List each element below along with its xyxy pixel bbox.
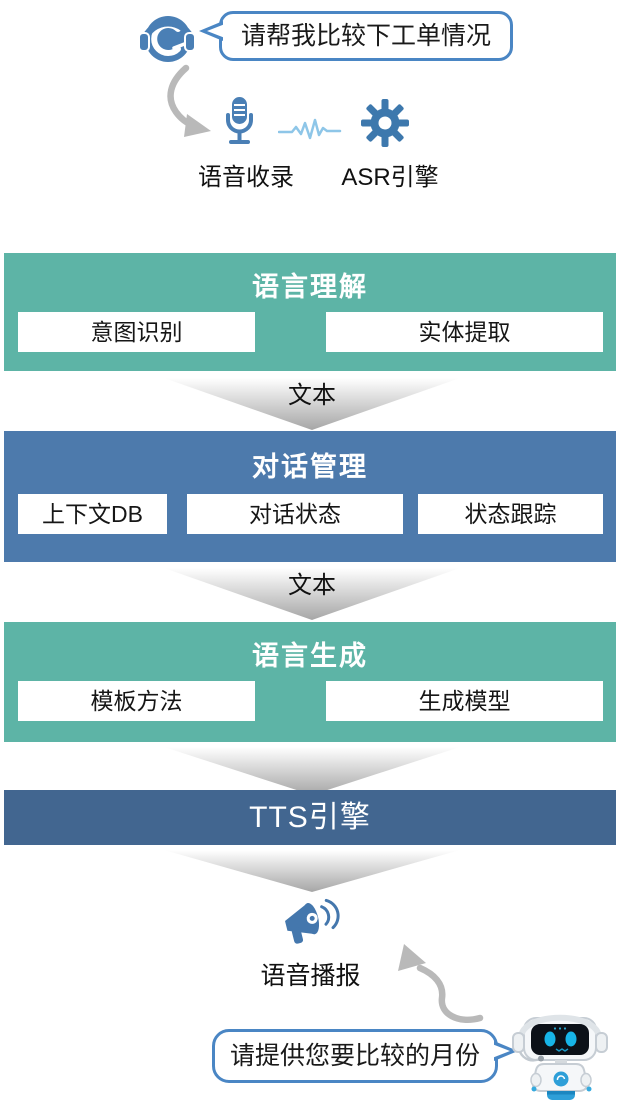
curvy-arrow-up-icon bbox=[398, 944, 484, 1023]
headset-agent-icon bbox=[138, 16, 196, 62]
robot-icon bbox=[512, 1014, 608, 1100]
context-db-box: 上下文DB bbox=[18, 494, 167, 534]
flow-text-label: 文本 bbox=[288, 572, 336, 599]
nlu-entity-box: 实体提取 bbox=[326, 312, 603, 352]
tts-title: TTS引擎 bbox=[249, 801, 371, 834]
dialog-title: 对话管理 bbox=[252, 452, 368, 482]
flow-text-label: 文本 bbox=[288, 382, 336, 409]
bot-speech-bubble: 请提供您要比较的月份 bbox=[212, 1029, 518, 1083]
nlg-title: 语言生成 bbox=[252, 641, 368, 671]
waveform-icon bbox=[278, 118, 342, 140]
nlg-block: 语言生成 模板方法 生成模型 bbox=[4, 622, 616, 742]
megaphone-icon bbox=[285, 898, 340, 944]
user-speech-bubble: 请帮我比较下工单情况 bbox=[199, 11, 513, 61]
asr-engine-label: ASR引擎 bbox=[341, 164, 439, 191]
nlu-block: 语言理解 意图识别 实体提取 bbox=[4, 253, 616, 371]
generative-model-box: 生成模型 bbox=[326, 681, 603, 721]
voice-capture-label: 语音收录 bbox=[198, 164, 294, 191]
chevron-down-icon bbox=[164, 747, 460, 795]
voice-broadcast-label: 语音播报 bbox=[260, 962, 361, 990]
state-tracking-box: 状态跟踪 bbox=[418, 494, 603, 534]
user-speech-text: 请帮我比较下工单情况 bbox=[240, 22, 491, 50]
microphone-icon bbox=[226, 97, 253, 144]
bot-speech-text: 请提供您要比较的月份 bbox=[229, 1042, 480, 1070]
chevron-down-icon bbox=[164, 378, 460, 430]
tts-block: TTS引擎 bbox=[4, 790, 616, 845]
nlu-intent-box: 意图识别 bbox=[18, 312, 255, 352]
chevron-down-icon bbox=[164, 850, 460, 892]
template-method-box: 模板方法 bbox=[18, 681, 255, 721]
gear-icon bbox=[361, 99, 409, 147]
nlu-title: 语言理解 bbox=[252, 272, 368, 302]
dialog-block: 对话管理 上下文DB 对话状态 状态跟踪 bbox=[4, 431, 616, 562]
dialog-state-box: 对话状态 bbox=[187, 494, 403, 534]
curvy-arrow-down-icon bbox=[167, 64, 211, 137]
chevron-down-icon bbox=[164, 568, 460, 620]
